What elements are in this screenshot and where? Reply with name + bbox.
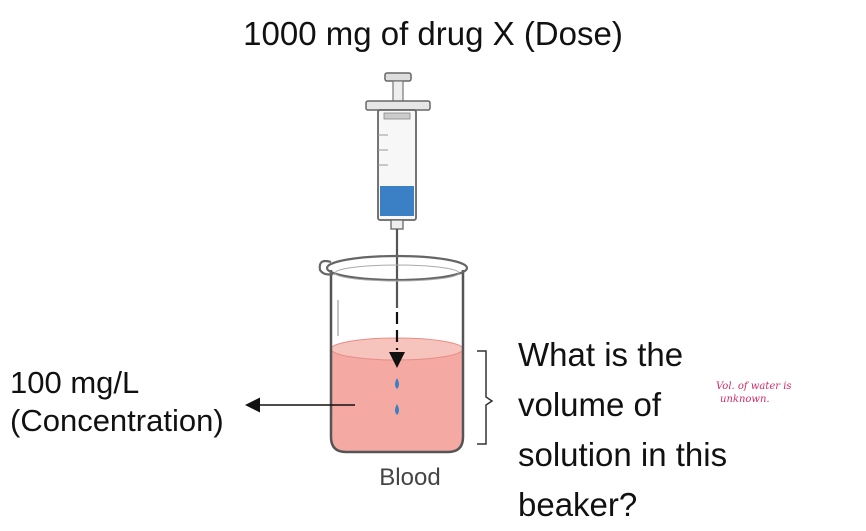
question-line-1: What is the xyxy=(518,336,684,373)
volume-question: What is the volume of solution in this b… xyxy=(518,330,727,530)
question-line-2: volume of xyxy=(518,386,662,423)
concentration-value: 100 mg/L xyxy=(10,365,140,400)
concentration-caption: (Concentration) xyxy=(10,403,224,438)
question-line-4: beaker? xyxy=(518,486,638,523)
note-line-2: unknown. xyxy=(720,394,770,405)
beaker-icon xyxy=(318,254,469,454)
dose-title: 1000 mg of drug X (Dose) xyxy=(243,15,623,52)
question-line-3: solution in this xyxy=(518,436,728,473)
bracket-icon xyxy=(477,350,494,445)
note-line-1: Vol. of water is xyxy=(716,381,792,392)
drug-droplets xyxy=(395,378,399,415)
concentration-label: 100 mg/L (Concentration) xyxy=(10,364,224,440)
arrow-down-icon xyxy=(389,312,405,368)
beaker-label: Blood xyxy=(379,464,441,491)
syringe-icon xyxy=(365,72,431,308)
handwritten-note: Vol. of water is unknown. xyxy=(716,380,792,406)
